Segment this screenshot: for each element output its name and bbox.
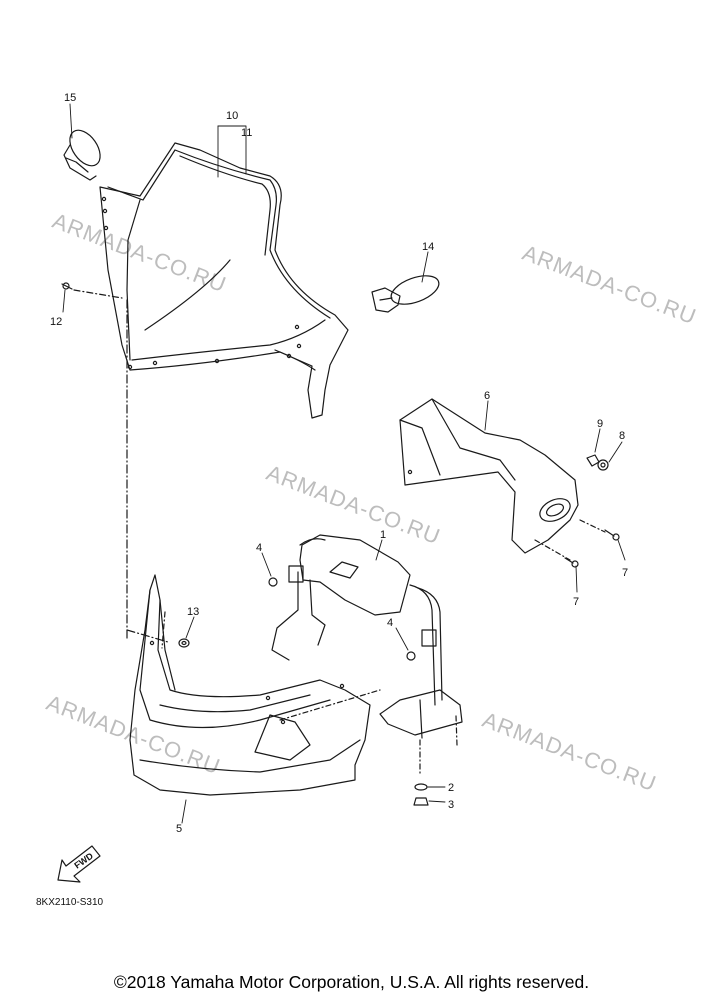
mirror-left-part xyxy=(63,129,101,181)
callout-1: 1 xyxy=(380,529,386,541)
callout-2: 2 xyxy=(448,782,454,794)
fwd-label: FWD xyxy=(72,850,95,870)
callout-15: 15 xyxy=(64,92,76,104)
callout-5: 5 xyxy=(176,823,182,835)
callout-10: 10 xyxy=(226,110,238,122)
leader-lines xyxy=(62,103,626,824)
callout-7-second: 7 xyxy=(573,596,579,608)
windshield-part xyxy=(99,142,349,419)
washer-nut-2-3-part xyxy=(413,783,429,806)
callout-6: 6 xyxy=(484,390,490,402)
callout-4-left: 4 xyxy=(256,542,262,554)
grommet-13-part xyxy=(178,638,190,648)
nuts-4-part xyxy=(268,577,416,661)
callout-13: 13 xyxy=(187,606,199,618)
callout-eight: 8 xyxy=(619,430,625,442)
callout-7-first: 7 xyxy=(622,567,628,579)
fwd-arrow-icon xyxy=(57,845,101,883)
callout-12: 12 xyxy=(50,316,62,328)
copyright-notice: ©2018 Yamaha Motor Corporation, U.S.A. A… xyxy=(113,972,590,992)
callout-14: 14 xyxy=(422,241,434,253)
mirror-right-part xyxy=(371,275,440,313)
instrument-cover-part xyxy=(399,398,606,561)
callout-4-right: 4 xyxy=(387,617,393,629)
lower-cowl-part xyxy=(129,574,381,796)
callout-nine: 9 xyxy=(597,418,603,430)
nut-washer-part xyxy=(586,454,609,471)
diagram-code: 8KX2110-S310 xyxy=(36,897,104,908)
callout-11: 11 xyxy=(241,127,252,139)
bolts-7-part xyxy=(564,529,620,568)
screw-12-part xyxy=(61,282,123,299)
callout-3: 3 xyxy=(448,799,454,811)
bracket-part xyxy=(271,534,463,776)
